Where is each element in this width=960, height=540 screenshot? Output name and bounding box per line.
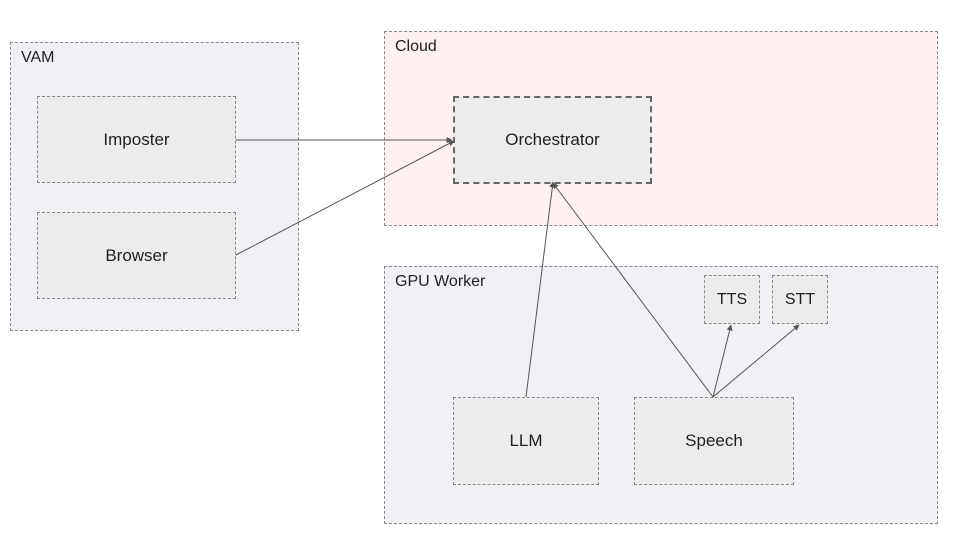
node-llm[interactable]: LLM [453,397,599,485]
group-gpu-worker-label: GPU Worker [395,273,486,290]
node-speech[interactable]: Speech [634,397,794,485]
node-orchestrator[interactable]: Orchestrator [453,96,652,184]
node-stt-label: STT [784,290,816,308]
node-orchestrator-label: Orchestrator [505,130,600,149]
node-browser[interactable]: Browser [37,212,236,299]
node-imposter-label: Imposter [103,129,170,149]
node-stt[interactable]: STT [772,275,828,324]
group-vam-label: VAM [21,49,55,66]
group-cloud-label: Cloud [395,38,437,55]
node-llm-label: LLM [509,431,543,450]
node-speech-label: Speech [685,431,743,450]
node-imposter[interactable]: Imposter [37,96,236,183]
node-browser-label: Browser [105,245,168,265]
group-gpu-worker: GPU Worker [384,266,938,524]
node-tts[interactable]: TTS [704,275,760,324]
node-tts-label: TTS [716,290,748,308]
